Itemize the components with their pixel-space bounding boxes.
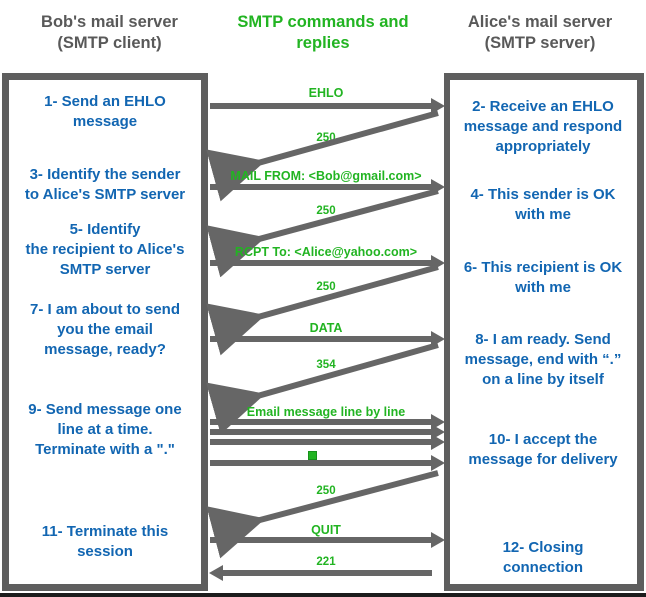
arrow-250-a <box>206 73 444 202</box>
server-step-4: 4- This sender is OK with me <box>470 186 616 223</box>
arrow-250-d <box>206 73 444 573</box>
arrow-221 <box>209 565 432 581</box>
client-step-9: 9- Send message one line at a time. Term… <box>28 401 182 458</box>
msg-label-221: 221 <box>316 556 336 568</box>
client-step-5: 5- Identify the recipient to Alice's SMT… <box>25 221 185 278</box>
server-panel: 2- Receive an EHLO message and respond a… <box>443 73 644 591</box>
arrow-quit <box>210 532 445 548</box>
client-panel: 1- Send an EHLO message 3- Identify the … <box>2 73 208 591</box>
msg-label-rcpt-to: RCPT To: <Alice@yahoo.com> <box>234 245 418 259</box>
server-step-6: 6- This recipient is OK with me <box>463 259 623 296</box>
bottom-divider <box>0 593 646 597</box>
msg-label-data: DATA <box>309 321 343 335</box>
msg-label-250-c: 250 <box>316 281 336 293</box>
arrow-ehlo <box>210 98 445 114</box>
msg-label-354: 354 <box>316 359 336 371</box>
server-step-8: 8- I am ready. Send message, end with “.… <box>464 331 622 388</box>
client-step-7: 7- I am about to send you the email mess… <box>29 301 180 358</box>
msg-label-quit: QUIT <box>311 523 341 537</box>
client-step-11: 11- Terminate this session <box>41 523 169 560</box>
arrow-354 <box>206 73 444 443</box>
heading-commands: SMTP commands and replies <box>237 13 409 52</box>
arrow-email-line-final-dot <box>210 455 445 471</box>
msg-label-mail-from: MAIL FROM: <Bob@gmail.com> <box>230 169 422 183</box>
heading-client: Bob's mail server (SMTP client) <box>41 13 178 52</box>
green-square-period-icon <box>308 451 317 460</box>
arrow-250-b <box>206 73 444 278</box>
msg-label-250-b: 250 <box>316 205 336 217</box>
message-lane: EHLO 250 MAIL FROM: <Bob@gmail.com> 250 <box>206 73 445 591</box>
msg-label-ehlo: EHLO <box>308 86 344 100</box>
server-step-2: 2- Receive an EHLO message and respond a… <box>463 98 623 155</box>
arrow-250-c <box>206 73 444 363</box>
msg-label-250-d: 250 <box>316 485 336 497</box>
heading-server: Alice's mail server (SMTP server) <box>467 13 613 52</box>
server-step-12: 12- Closing connection <box>502 539 584 576</box>
arrow-email-line-3 <box>210 434 445 450</box>
client-step-3: 3- Identify the sender to Alice's SMTP s… <box>24 166 186 203</box>
msg-label-email-lines: Email message line by line <box>246 405 406 419</box>
client-step-1: 1- Send an EHLO message <box>44 93 166 130</box>
server-step-10: 10- I accept the message for delivery <box>468 431 618 468</box>
